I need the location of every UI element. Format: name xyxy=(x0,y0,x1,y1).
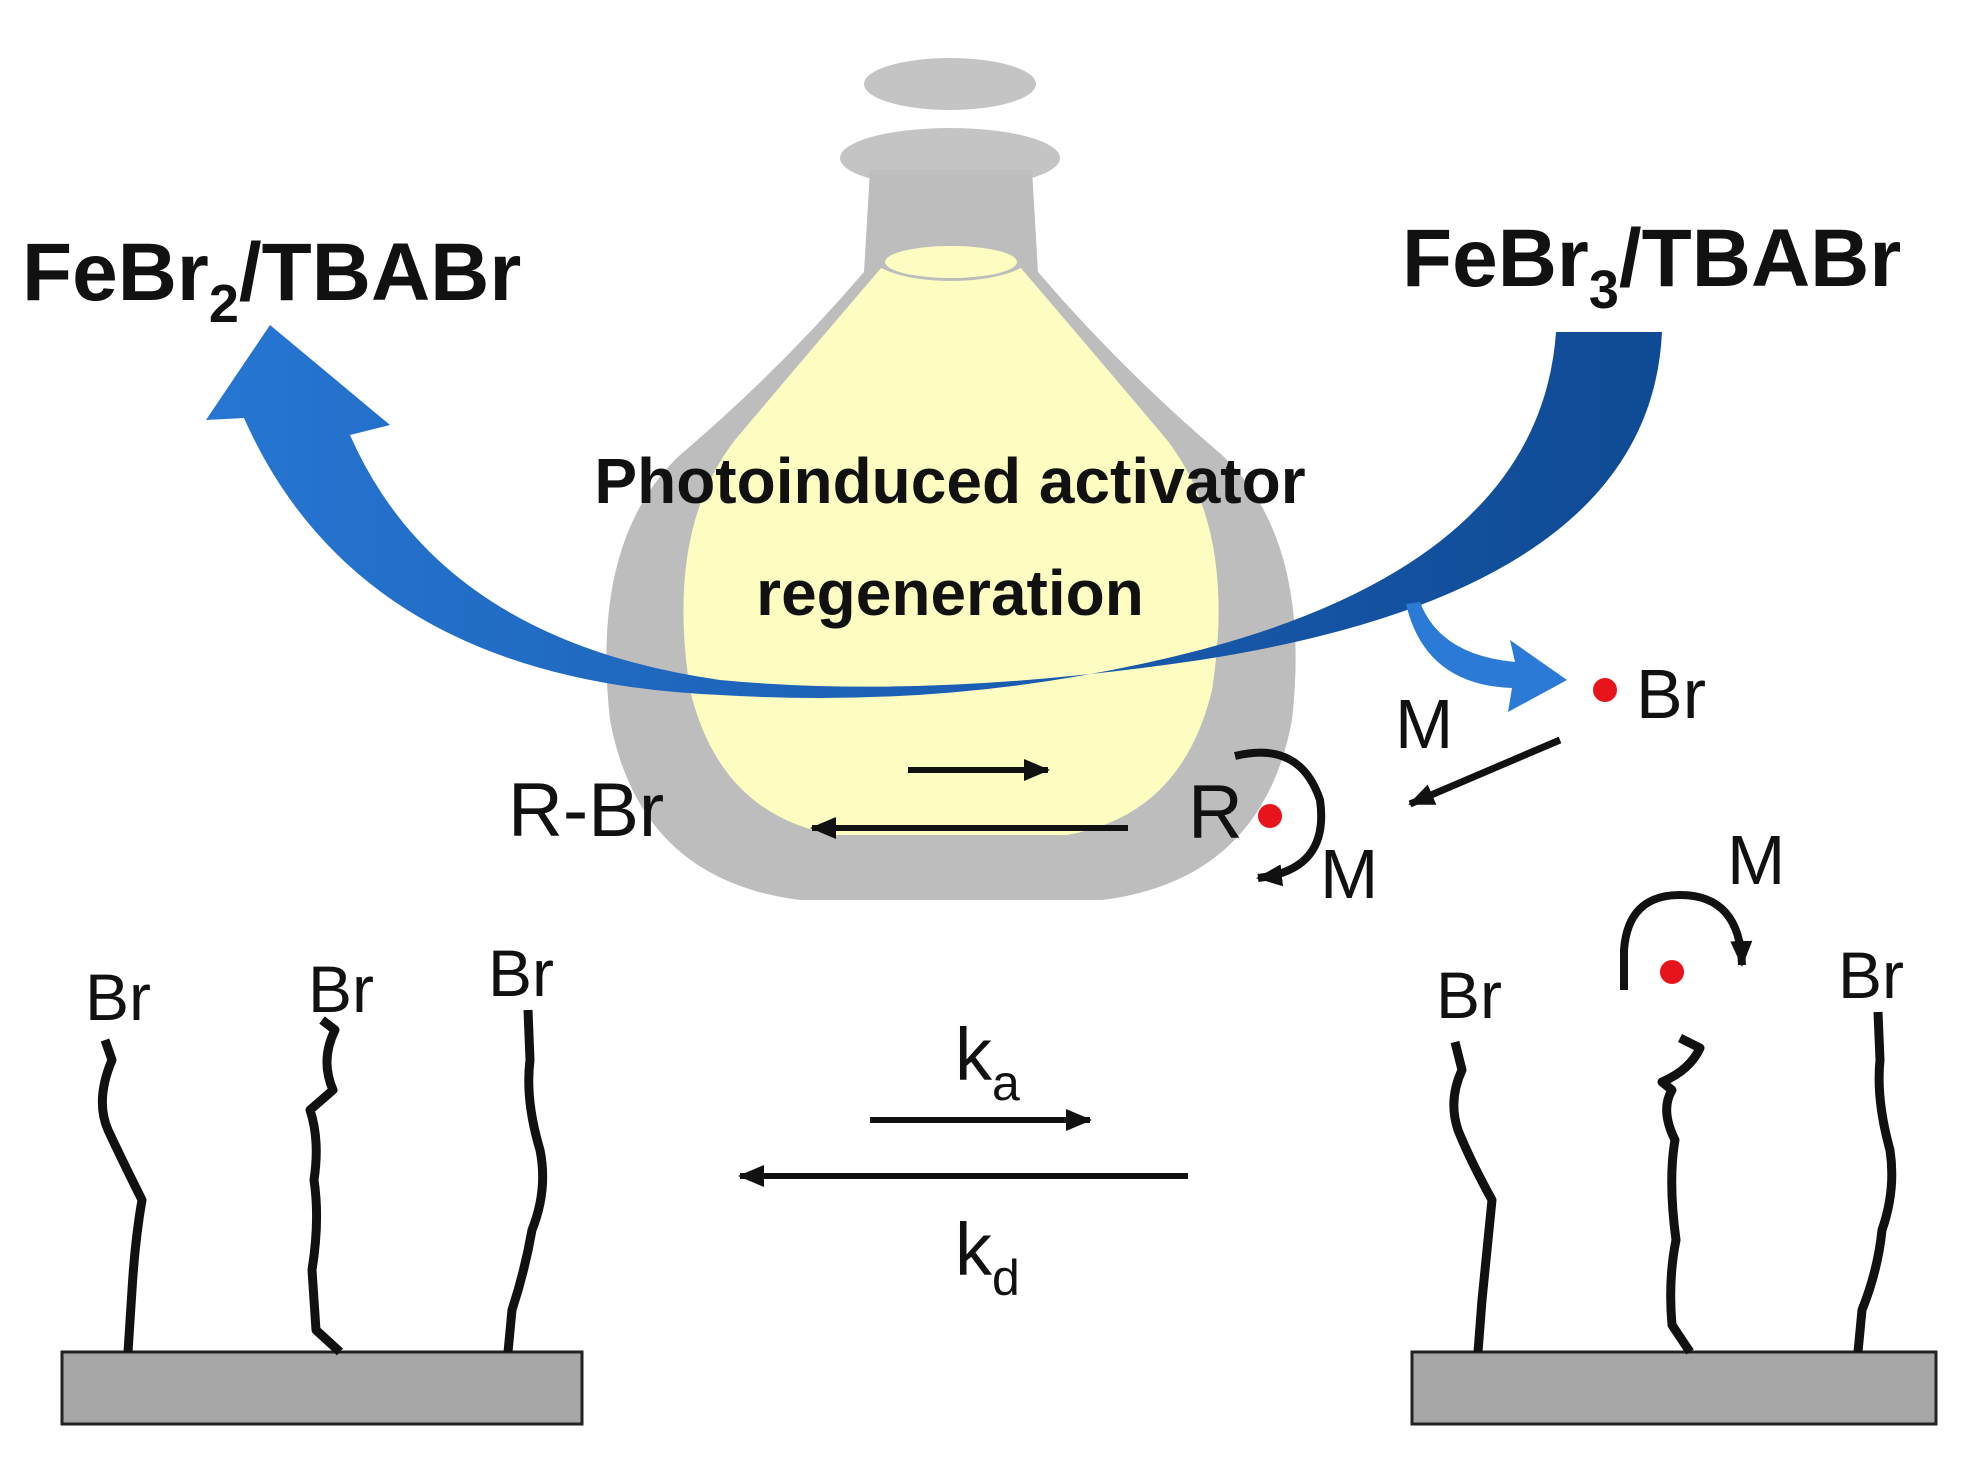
radical-r-label: R xyxy=(1188,770,1243,855)
reagent-right: FeBr3/TBABr xyxy=(1402,213,1901,320)
surface-propagation-loop xyxy=(1620,890,1753,990)
left-surface-group: Br Br Br xyxy=(60,936,584,1426)
left-chain-1-bromine: Br xyxy=(85,960,151,1034)
left-chain-3-bromine: Br xyxy=(488,936,554,1010)
right-chain-2 xyxy=(1657,1033,1705,1355)
surface-radical-dot xyxy=(1660,960,1684,984)
reagent-left: FeBr2/TBABr xyxy=(22,227,521,334)
monomer-label-upper: M xyxy=(1395,685,1453,763)
right-substrate xyxy=(1410,1350,1938,1426)
left-chain-3 xyxy=(503,1009,548,1353)
surface-monomer-label: M xyxy=(1727,821,1785,899)
left-chain-2-bromine: Br xyxy=(308,952,374,1026)
bromine-radical-dot xyxy=(1593,678,1617,702)
right-chain-1 xyxy=(1449,1040,1497,1353)
right-chain-3-bromine: Br xyxy=(1838,938,1904,1012)
left-chain-1 xyxy=(97,1038,147,1353)
initiator-label: R-Br xyxy=(508,768,664,853)
propagation-loop xyxy=(1234,748,1326,887)
bromine-release-arrow xyxy=(1406,602,1567,712)
left-substrate xyxy=(60,1350,584,1426)
process-label-line2: regeneration xyxy=(756,557,1144,629)
right-chain-1-bromine: Br xyxy=(1436,958,1502,1032)
process-label-line1: Photoinduced activator xyxy=(594,445,1305,517)
right-chain-3 xyxy=(1853,1011,1897,1353)
deactivation-rate-label: kd xyxy=(955,1208,1020,1306)
activation-rate-label: ka xyxy=(955,1013,1020,1111)
right-surface-group: Br Br M xyxy=(1410,821,1938,1426)
addition-arrow xyxy=(1408,736,1562,808)
flask-stopper-top xyxy=(864,58,1036,110)
monomer-label-lower: M xyxy=(1320,835,1378,913)
flask-liquid-surface xyxy=(885,246,1017,278)
bromine-radical-label: Br xyxy=(1636,655,1706,733)
flask-solution xyxy=(683,260,1219,835)
radical-r-dot xyxy=(1258,804,1282,828)
left-chain-2 xyxy=(305,1016,344,1356)
